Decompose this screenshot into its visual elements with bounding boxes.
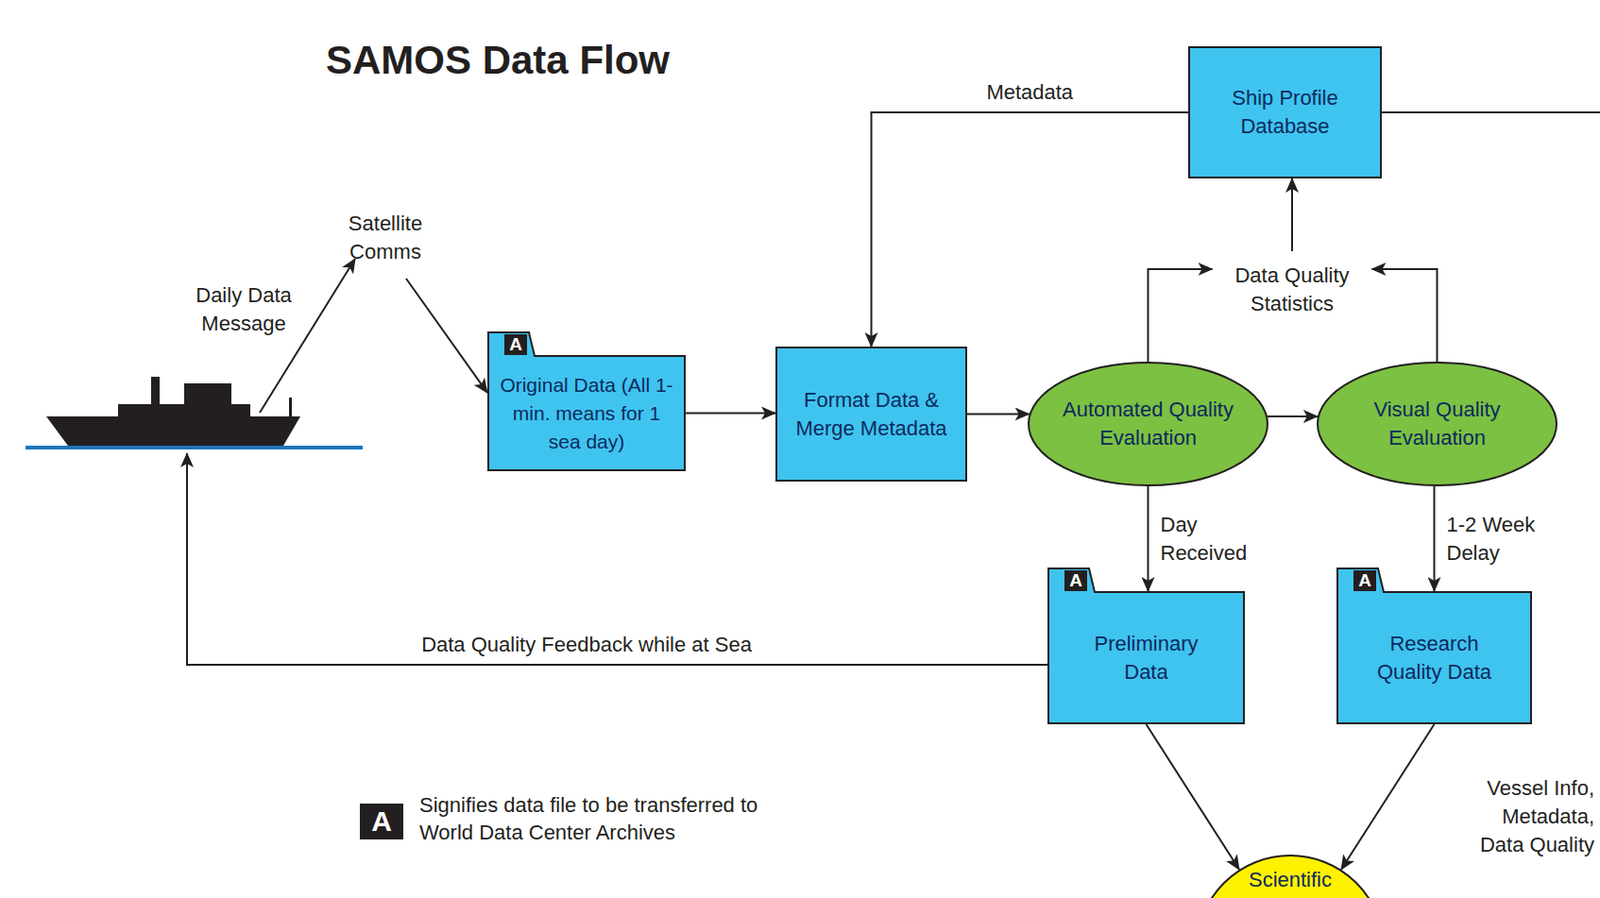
node-outline bbox=[775, 346, 968, 482]
archive-marker: A bbox=[1353, 570, 1377, 592]
uplink-arrow bbox=[259, 258, 356, 413]
archive-marker: A bbox=[1064, 570, 1088, 592]
flow-arrow bbox=[1341, 724, 1435, 870]
evaluation-ellipse: Automated Quality Evaluation bbox=[1027, 361, 1269, 487]
annotation-label: Daily Data Message bbox=[184, 281, 304, 339]
annotation-label: Data Quality Feedback while at Sea bbox=[421, 630, 752, 660]
flow-arrow bbox=[1148, 269, 1213, 362]
feedback-arrow bbox=[187, 453, 1048, 665]
node-text: Data Quality Statistics bbox=[1224, 261, 1362, 319]
ship bbox=[46, 376, 301, 446]
database-box: Ship Profile Database bbox=[1188, 46, 1382, 179]
satellite-label: Satellite Comms bbox=[325, 201, 445, 275]
node-outline bbox=[1047, 591, 1245, 725]
flow-arrow bbox=[406, 278, 488, 393]
node-text: Research Quality Data bbox=[1359, 629, 1511, 687]
node-text: Satellite Comms bbox=[333, 209, 438, 267]
output-circle: Scientific bbox=[1195, 854, 1385, 898]
water-line bbox=[25, 445, 363, 450]
edge-label: Day Received bbox=[1157, 510, 1262, 568]
legend-symbol bbox=[359, 803, 404, 840]
node-outline bbox=[1188, 46, 1382, 179]
node-text: Automated Quality Evaluation bbox=[1051, 395, 1245, 453]
flow-arrow bbox=[1267, 415, 1318, 418]
edge-label: 1-2 Week Delay bbox=[1444, 510, 1549, 568]
flow-arrow bbox=[1146, 724, 1241, 870]
node-outline bbox=[1027, 361, 1269, 487]
legend-text: Signifies data file to be transferred to… bbox=[419, 791, 798, 847]
node-text: Format Data & Merge Metadata bbox=[788, 386, 954, 443]
statistics-label: Data Quality Statistics bbox=[1216, 253, 1369, 327]
archive-marker: A bbox=[504, 334, 528, 356]
legend-symbol-letter: A bbox=[359, 803, 404, 840]
edge-label: Metadata bbox=[983, 78, 1076, 107]
flow-arrow bbox=[871, 112, 1190, 347]
data-folder: Research Quality DataA bbox=[1336, 591, 1532, 725]
flow-arrow bbox=[967, 413, 1030, 416]
diagram-title: SAMOS Data Flow bbox=[325, 37, 670, 84]
node-outline bbox=[1316, 361, 1558, 487]
node-text: Preliminary Data bbox=[1075, 629, 1218, 687]
annotation-label: Vessel Info, Metadata, Data Quality bbox=[1458, 774, 1595, 860]
outgoing-line bbox=[1381, 111, 1600, 114]
node-text: Original Data (All 1-min. means for 1 se… bbox=[495, 371, 678, 457]
data-folder: Original Data (All 1-min. means for 1 se… bbox=[487, 355, 686, 472]
node-text: Ship Profile Database bbox=[1209, 84, 1362, 141]
flow-arrow bbox=[1372, 269, 1438, 362]
flow-arrow bbox=[1433, 486, 1436, 592]
node-text: Scientific bbox=[1248, 866, 1332, 895]
flow-arrow bbox=[1291, 178, 1294, 252]
evaluation-ellipse: Visual Quality Evaluation bbox=[1316, 361, 1558, 487]
node-text: Visual Quality Evaluation bbox=[1340, 395, 1534, 453]
process-box: Format Data & Merge Metadata bbox=[775, 346, 968, 482]
flow-arrow bbox=[685, 412, 776, 415]
node-outline bbox=[1336, 591, 1532, 725]
flow-arrow bbox=[1147, 486, 1150, 592]
data-folder: Preliminary DataA bbox=[1047, 591, 1245, 725]
